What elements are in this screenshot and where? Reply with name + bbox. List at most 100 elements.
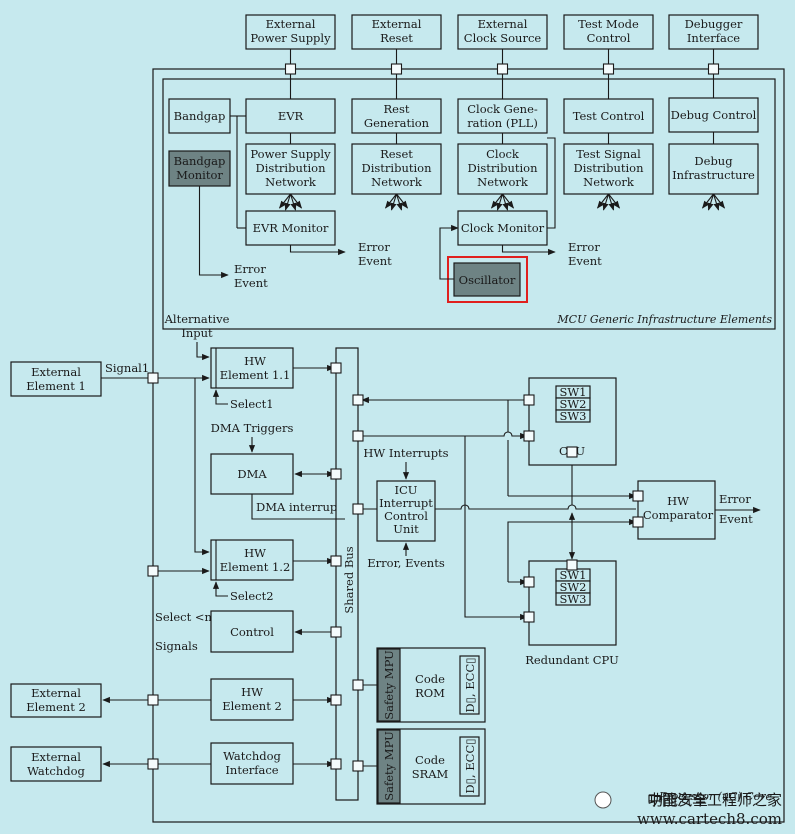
svg-text:Element 1.1: Element 1.1 [220,368,291,382]
cpu-sw-list: SW1 SW2 SW3 [555,385,591,423]
svg-text:Shared Bus: Shared Bus [342,546,356,613]
fanout-arrow [395,193,403,211]
svg-text:Distribution: Distribution [256,161,327,175]
svg-text:Interface: Interface [225,763,278,777]
evr-block: EVR [245,98,336,134]
fanout-arrow [712,193,720,211]
bandgap-error-event-label: Error Event [234,262,268,290]
icu-block: ICU Interrupt Control Unit [376,480,436,542]
port-square [707,63,720,75]
svg-text:External: External [478,17,528,31]
svg-text:DMA: DMA [237,467,267,481]
svg-text:Element 1.2: Element 1.2 [220,560,291,574]
svg-text:Clock Source: Clock Source [464,31,542,45]
fanout-arrow [702,193,714,209]
test-mode-control-block: Test Mode Control [563,14,654,50]
port-square [523,611,535,623]
code-sram-block: Safety MPU Code SRAM D▯, ECC▯ [376,728,486,805]
port-square [330,555,342,567]
svg-text:Control: Control [230,625,274,639]
clock-error-event-label: Error Event [568,240,602,268]
svg-text:Network: Network [371,175,423,189]
svg-text:Unit: Unit [393,522,419,536]
svg-text:Power Supply: Power Supply [250,147,331,161]
select2-label: Select2 [230,589,274,603]
dma-triggers-label: DMA Triggers [211,421,294,435]
fanout-arrow [284,193,292,211]
svg-text:Debugger: Debugger [685,17,743,31]
svg-text:Clock: Clock [486,147,520,161]
external-watchdog-block: External Watchdog [10,746,102,782]
svg-text:Comparator: Comparator [643,508,714,522]
oscillator-block: Oscillator [453,262,521,297]
signal1-label: Signal1 [105,361,149,375]
svg-text:SRAM: SRAM [412,767,449,781]
hw-element-2-block: HW Element 2 [210,678,294,721]
fanout-arrow [390,193,398,211]
port-square [566,446,578,458]
svg-text:External: External [31,365,81,379]
fanout-arrow [385,193,397,209]
fanout-arrow [602,193,610,211]
port-square [330,468,342,480]
port-square [496,63,509,75]
fanout-arrow [289,193,297,211]
signals-label: Signals [155,639,198,653]
svg-text:Distribution: Distribution [574,161,645,175]
svg-text:Test Control: Test Control [573,109,645,123]
svg-text:Error: Error [358,240,390,254]
port-square [330,758,342,770]
svg-text:Safety MPU: Safety MPU [382,650,396,720]
evr-monitor-block: EVR Monitor [245,210,336,246]
port-square [632,516,644,528]
external-reset-block: External Reset [351,14,442,50]
control-block: Control [210,610,294,653]
fanout-arrow [608,193,620,209]
reset-generation-block: Rest Generation [351,98,442,134]
svg-text:External: External [266,17,316,31]
evr-error-event-label: Error Event [358,240,392,268]
fanout-arrow [713,193,725,209]
svg-text:Debug Control: Debug Control [671,108,757,122]
core-caption: Processor (uC) Core [658,790,772,803]
port-square [330,694,342,706]
infrastructure-wiring [198,116,556,280]
svg-text:HW: HW [241,685,263,699]
port-square [523,576,535,588]
test-control-block: Test Control [563,98,654,134]
fanout-arrow [396,193,408,209]
svg-text:Element 1: Element 1 [26,379,86,393]
svg-text:Reset: Reset [380,147,413,161]
row1-row2-links [289,132,715,144]
clock-generation-block: Clock Gene- ration (PLL) [457,98,548,134]
svg-text:HW: HW [244,354,266,368]
debug-infrastructure-block: Debug Infrastructure [668,143,759,195]
svg-text:Rest: Rest [384,102,410,116]
svg-text:Generation: Generation [364,116,430,130]
svg-text:Watchdog: Watchdog [223,749,281,763]
clock-monitor-block: Clock Monitor [457,210,548,246]
error-events-label: Error, Events [367,556,445,570]
hw-comparator-block: HW Comparator [637,480,716,540]
svg-text:Code: Code [415,672,445,686]
svg-text:SW3: SW3 [559,409,586,423]
port-square [147,372,159,384]
fanout-arrow [279,193,291,209]
svg-text:D▯, ECC▯: D▯, ECC▯ [463,738,477,793]
svg-text:External: External [31,750,81,764]
port-square [523,430,535,442]
svg-text:Bandgap: Bandgap [174,109,226,123]
comparator-error-event-label: Error Event [719,492,753,526]
svg-text:Reset: Reset [380,31,413,45]
svg-text:Oscillator: Oscillator [459,273,516,287]
svg-text:Interrupt: Interrupt [379,496,433,510]
svg-text:ROM: ROM [415,686,445,700]
svg-text:Power Supply: Power Supply [250,31,331,45]
fanout-arrow [501,193,509,211]
svg-text:Clock Gene-: Clock Gene- [467,102,538,116]
select1-label: Select1 [230,397,274,411]
svg-text:Error: Error [568,240,600,254]
port-square [352,760,364,772]
hw-interrupts-label: HW Interrupts [363,446,448,460]
